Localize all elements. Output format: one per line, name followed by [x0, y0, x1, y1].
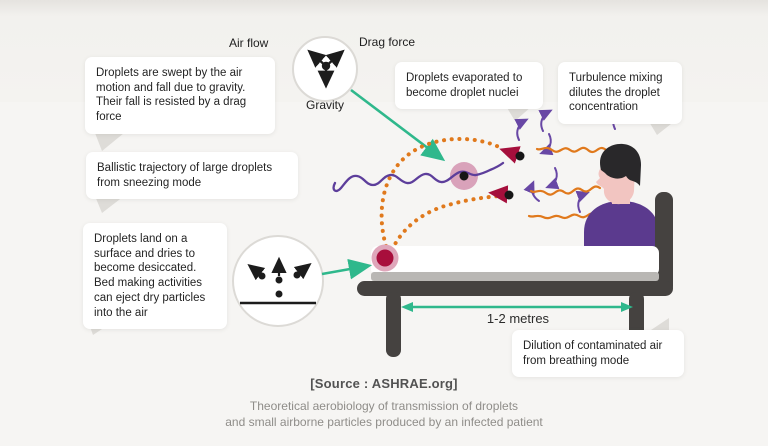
squiggle-upper: [535, 146, 608, 154]
eject-dot: [293, 271, 301, 279]
caption-line-1: Theoretical aerobiology of transmission …: [249, 399, 519, 413]
bed-frame: [357, 281, 673, 296]
turbulence-arrow: [523, 180, 540, 202]
caption-line-2: and small airborne particles produced by…: [225, 415, 543, 429]
pointer-arrow-nuclei: [350, 88, 446, 162]
callout-swept: Droplets are swept by the air motion and…: [85, 57, 275, 134]
eject-vector-right: [293, 262, 312, 280]
bed-leg-left: [386, 292, 401, 357]
arc-outer: [379, 137, 505, 248]
gravity-label: Gravity: [306, 98, 345, 112]
eject-dot: [275, 276, 283, 284]
settled-dot: [275, 290, 283, 298]
eject-dot: [258, 272, 266, 280]
drag-force-label: Drag force: [359, 35, 416, 49]
nuclei-dot-2: [504, 190, 514, 200]
distance-label: 1-2 metres: [486, 311, 550, 326]
callout-evaporated: Droplets evaporated to become droplet nu…: [395, 62, 543, 110]
ballistic-trajectory-arcs: [379, 137, 505, 252]
airborne-wavy-path: [332, 161, 505, 193]
nuclei-particles: [488, 146, 525, 204]
nuclei-dot-1: [515, 151, 525, 161]
nuclei-arrow-2: [488, 185, 509, 204]
source-attribution: [Source : ASHRAE.org]: [310, 376, 458, 391]
tail-swept: [95, 133, 124, 151]
force-center-dot: [321, 61, 331, 71]
tail-ballistic: [95, 196, 124, 213]
turbulence-arrow: [545, 167, 560, 190]
squiggle-lower: [527, 212, 599, 220]
squiggle-middle: [529, 185, 602, 196]
bed-mattress: [371, 246, 659, 276]
large-droplet: [376, 249, 394, 267]
bed-illustration: [357, 192, 673, 362]
callout-ballistic: Ballistic trajectory of large droplets f…: [86, 152, 298, 200]
tail-evaporated: [506, 106, 532, 121]
force-balance-icon: [292, 36, 358, 102]
droplet-nuclei-dot: [459, 171, 469, 181]
distance-arrowhead-left: [401, 302, 413, 312]
callout-turbulence: Turbulence mixing dilutes the droplet co…: [558, 62, 682, 125]
bed-headboard: [655, 192, 673, 294]
arc-inner: [390, 194, 501, 252]
eject-vector-left: [247, 263, 266, 281]
turbulence-arrow: [539, 133, 554, 156]
distance-arrowhead-right: [621, 302, 633, 312]
turbulence-arrow: [575, 190, 590, 213]
nuclei-arrow-1: [499, 146, 521, 164]
air-flow-label: Air flow: [229, 36, 269, 50]
bed-mattress-shadow: [371, 272, 659, 281]
callout-land: Droplets land on a surface and dries to …: [83, 223, 227, 330]
turbulence-arrow: [514, 118, 529, 141]
distance-arrow: [401, 302, 633, 312]
turbulence-arrow: [538, 109, 553, 132]
patient-hair: [600, 143, 641, 186]
pointer-arrow-droplet: [321, 258, 373, 280]
breathing-squiggles: [527, 146, 608, 220]
surface-ejection-icon: [232, 235, 324, 327]
callout-dilution: Dilution of contaminated air from breath…: [512, 330, 684, 378]
